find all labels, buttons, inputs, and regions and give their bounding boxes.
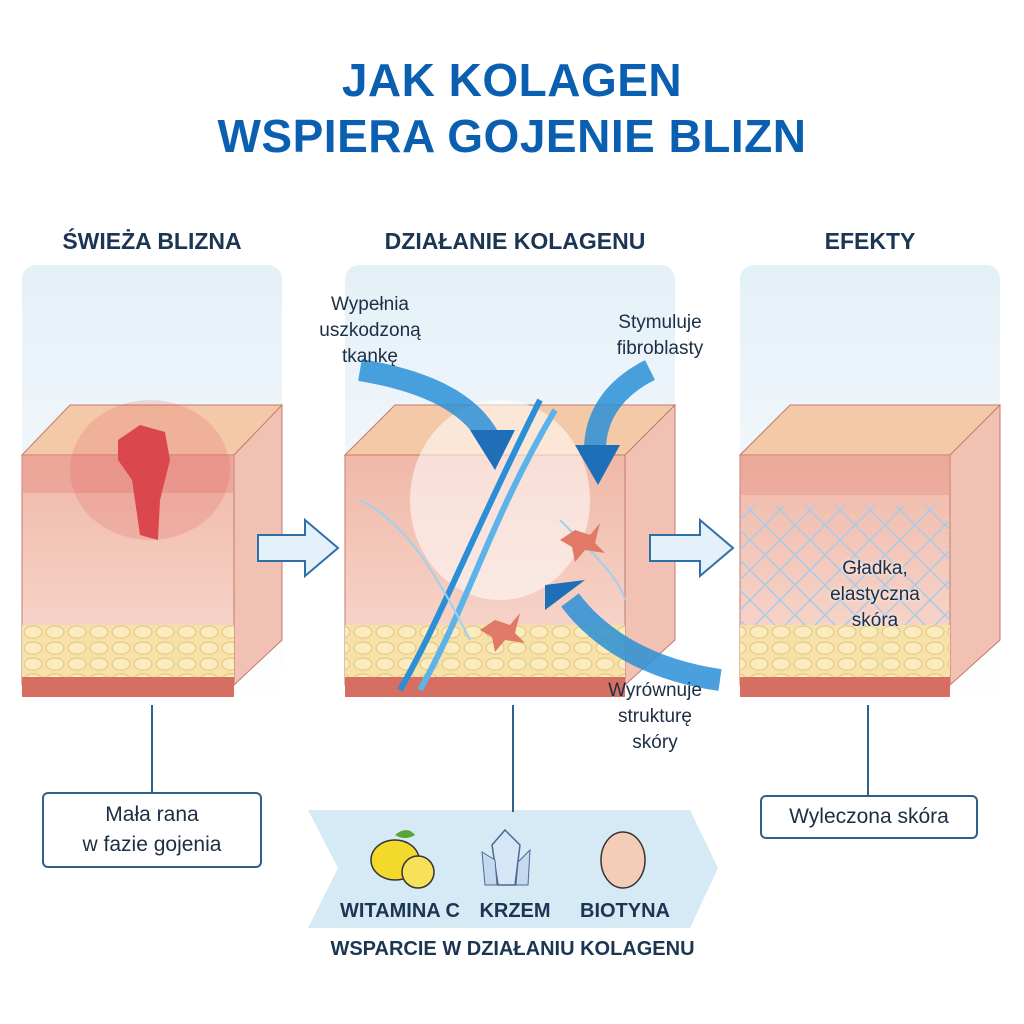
arrow-fill-icon	[358, 359, 500, 446]
skin-block-fresh-scar	[20, 400, 283, 697]
effects-line: Gładka,	[842, 558, 908, 579]
callout-line: Wypełnia	[331, 294, 409, 315]
skin-block-collagen	[343, 398, 676, 697]
dna-helix	[397, 398, 543, 692]
callout-line: strukturę	[618, 706, 692, 727]
caption-line: w fazie gojenia	[82, 833, 222, 856]
callout-stimulate: Stymuluje fibroblasty	[595, 310, 725, 362]
lemon-icon	[370, 830, 435, 889]
skin-block-healed	[738, 403, 1001, 697]
ingredient-vitamin-c: WITAMINA C	[340, 900, 460, 922]
ingredient-biotin: BIOTYNA	[580, 900, 670, 922]
effects-inner-label: Gładka, elastyczna skóra	[800, 556, 950, 634]
arrow-even-icon	[561, 593, 722, 691]
effects-line: elastyczna	[830, 584, 920, 605]
callout-line: fibroblasty	[616, 338, 704, 359]
caption-line: Mała rana	[105, 803, 199, 826]
caption-fresh-scar: Mała rana w fazie gojenia	[42, 792, 262, 868]
flow-arrow-icon	[649, 517, 735, 579]
callout-line: Stymuluje	[618, 312, 702, 333]
callout-even: Wyrównuje strukturę skóry	[590, 678, 720, 756]
egg-icon	[600, 831, 646, 889]
arrow-stimulate-icon	[584, 360, 656, 451]
title-line-2: WSPIERA GOJENIE BLIZN	[217, 110, 807, 162]
heading-collagen-action: DZIAŁANIE KOLAGENU	[384, 228, 646, 254]
callout-line: uszkodzoną	[319, 320, 421, 341]
heading-effects: EFEKTY	[824, 228, 916, 254]
callout-line: skóry	[632, 732, 678, 753]
support-caption: WSPARCIE W DZIAŁANIU KOLAGENU	[330, 938, 695, 960]
callout-line: tkankę	[342, 346, 398, 367]
ingredient-silicon: KRZEM	[479, 900, 551, 922]
fibroblast-icon	[560, 523, 605, 562]
callout-line: Wyrównuje	[608, 680, 702, 701]
crystal-icon	[481, 828, 531, 886]
callout-fill: Wypełnia uszkodzoną tkankę	[300, 292, 440, 370]
title-line-1: JAK KOLAGEN	[341, 54, 683, 106]
effects-line: skóra	[851, 610, 899, 631]
heading-fresh-scar: ŚWIEŻA BLIZNA	[62, 228, 242, 254]
flow-arrow-icon	[257, 517, 340, 579]
caption-healed: Wyleczona skóra	[760, 795, 978, 839]
